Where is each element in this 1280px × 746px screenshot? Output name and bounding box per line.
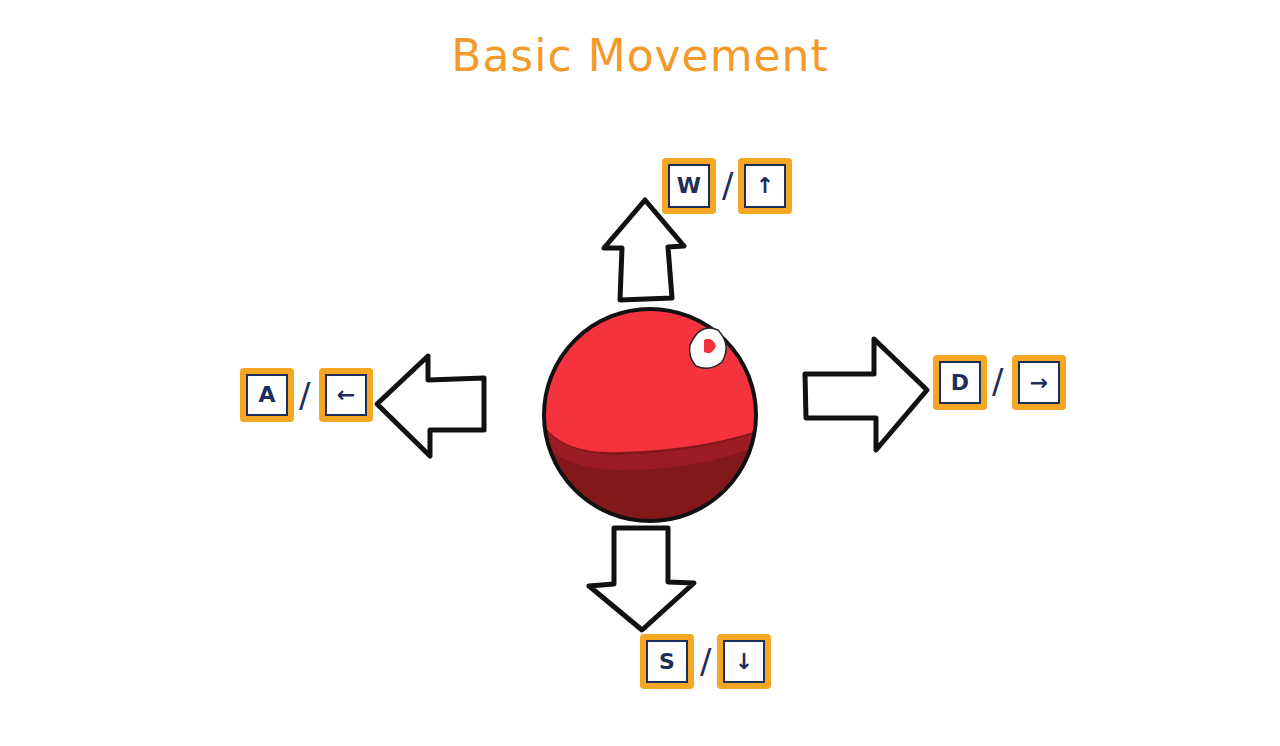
up-arrow bbox=[604, 200, 684, 300]
key-label: W bbox=[677, 175, 701, 197]
key-label: ← bbox=[337, 384, 355, 406]
key-face: ↓ bbox=[723, 640, 765, 683]
key-label: ↑ bbox=[756, 175, 774, 197]
key-label: ↓ bbox=[735, 651, 753, 673]
key-face: ↑ bbox=[744, 164, 786, 208]
key-face: → bbox=[1018, 361, 1060, 404]
key-separator: / bbox=[700, 644, 711, 678]
down-arrow bbox=[589, 528, 694, 630]
key-cap: A bbox=[240, 368, 294, 422]
key-label: A bbox=[258, 384, 275, 406]
key-face: ← bbox=[325, 374, 367, 416]
key-cap: W bbox=[662, 158, 716, 214]
key-cap: → bbox=[1012, 355, 1066, 410]
key-separator: / bbox=[722, 168, 733, 202]
key-label: D bbox=[951, 372, 969, 394]
title: Basic Movement bbox=[0, 30, 1280, 81]
key-face: D bbox=[939, 361, 981, 404]
key-face: A bbox=[246, 374, 288, 416]
right-arrow bbox=[805, 339, 927, 450]
key-separator: / bbox=[299, 378, 310, 412]
key-cap: S bbox=[640, 634, 694, 689]
key-face: W bbox=[668, 164, 710, 208]
key-cap: ↓ bbox=[717, 634, 771, 689]
key-cap: D bbox=[933, 355, 987, 410]
ball-shade-mid bbox=[540, 425, 760, 470]
key-face: S bbox=[646, 640, 688, 683]
key-label: → bbox=[1030, 372, 1048, 394]
key-cap: ↑ bbox=[738, 158, 792, 214]
ball-highlight bbox=[690, 328, 727, 368]
left-arrow bbox=[377, 356, 484, 456]
key-label: S bbox=[659, 651, 675, 673]
key-cap: ← bbox=[319, 368, 373, 422]
key-separator: / bbox=[992, 364, 1003, 398]
